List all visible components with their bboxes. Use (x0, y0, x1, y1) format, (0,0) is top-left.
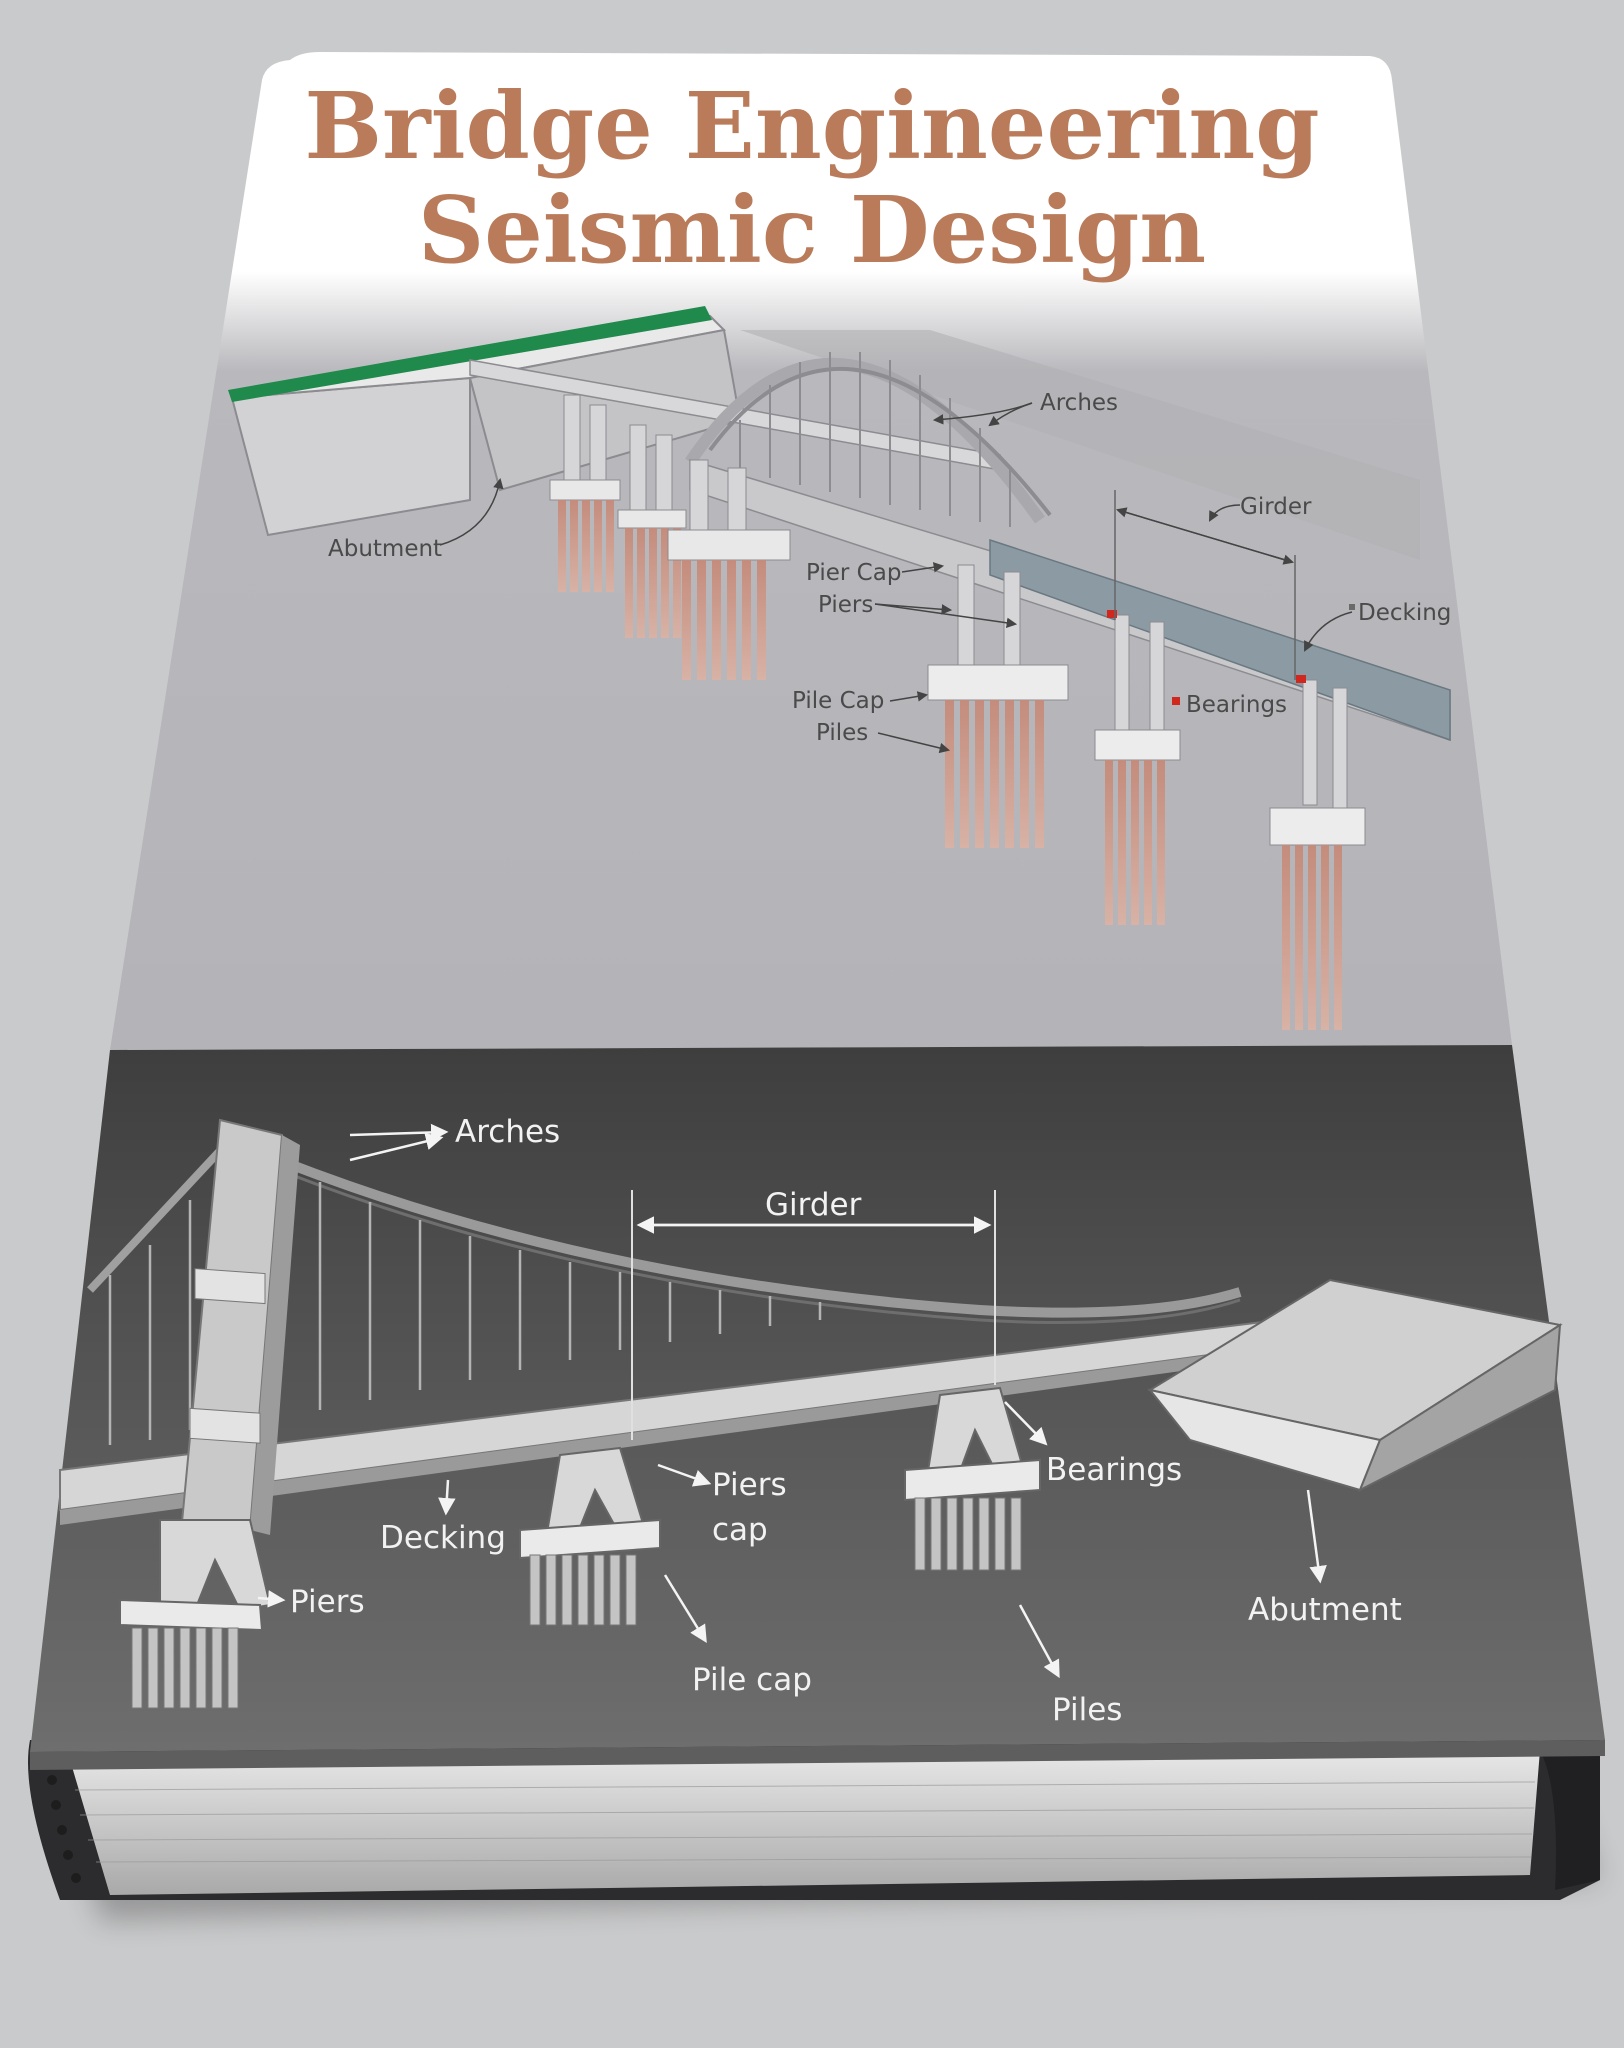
bottom-label-decking: Decking (380, 1520, 506, 1556)
top-label-abutment: Abutment (328, 536, 442, 562)
top-label-piers: Piers (818, 592, 873, 618)
top-label-piles: Piles (816, 720, 868, 746)
bottom-label-piers-cap-1: Piers (712, 1467, 787, 1503)
top-bridge-diagram: Arches Girder Decking Abutment Pier Cap … (228, 306, 1451, 1030)
page-edges (70, 1750, 1540, 1895)
top-label-pile-cap: Pile Cap (792, 688, 884, 714)
bottom-label-piers: Piers (290, 1584, 365, 1620)
bottom-label-arches: Arches (455, 1114, 560, 1150)
top-label-pier-cap: Pier Cap (806, 560, 901, 586)
bottom-label-girder: Girder (765, 1187, 862, 1223)
top-label-decking: Decking (1358, 600, 1451, 626)
bottom-label-pile-cap: Pile cap (692, 1662, 812, 1698)
bottom-label-abutment: Abutment (1248, 1592, 1402, 1628)
bottom-label-piles: Piles (1052, 1692, 1122, 1728)
top-bearing-marker (1107, 610, 1117, 618)
bottom-bridge-diagram: Arches Girder Piers cap Bearings Decking… (59, 1114, 1563, 1728)
bottom-label-bearings: Bearings (1046, 1452, 1182, 1488)
top-label-girder: Girder (1240, 494, 1312, 520)
bottom-main-cable (228, 1135, 1242, 1318)
top-label-bearings: Bearings (1186, 692, 1287, 718)
bottom-label-piers-cap-2: cap (712, 1512, 768, 1548)
top-label-arches: Arches (1040, 390, 1118, 416)
top-arch (685, 357, 1045, 524)
book-title-line2: Seismic Design (418, 176, 1206, 284)
book-title-line1: Bridge Engineering (304, 72, 1319, 180)
